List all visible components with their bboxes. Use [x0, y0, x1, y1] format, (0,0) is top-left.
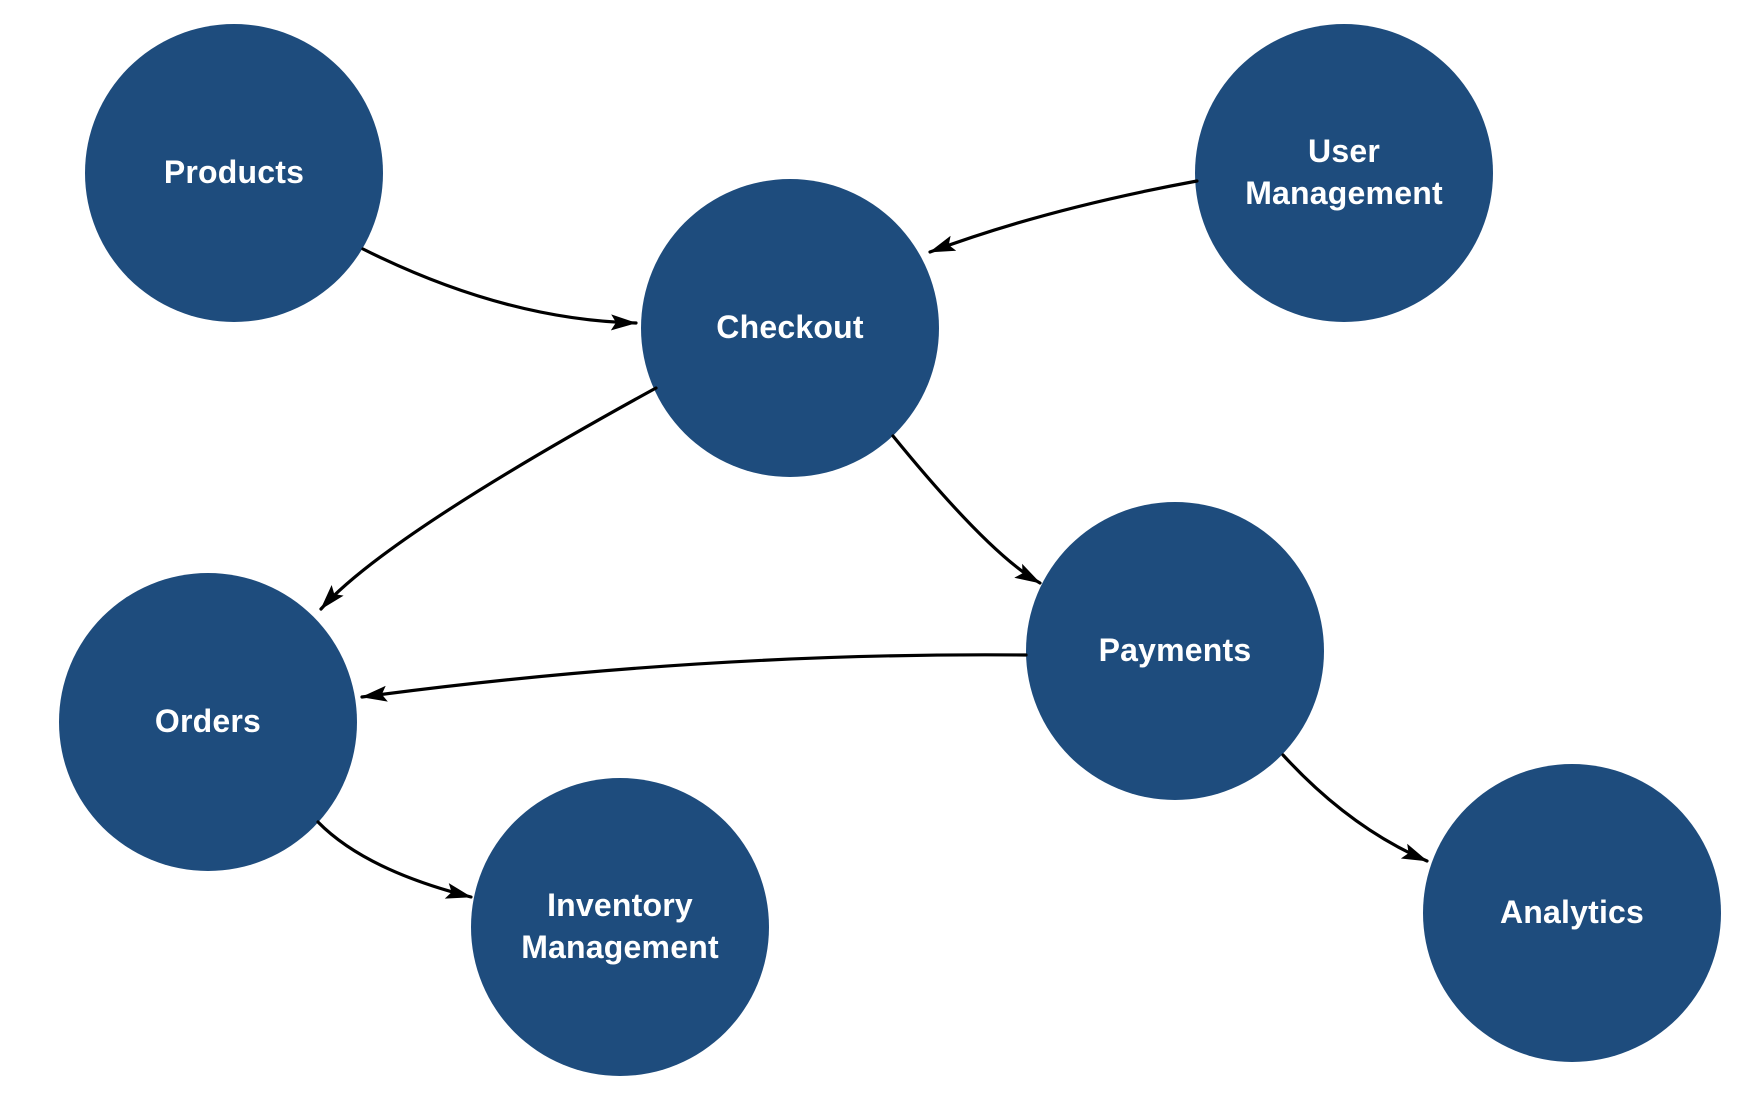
node-label: Products — [163, 154, 305, 191]
node-orders[interactable]: Orders — [59, 573, 357, 871]
node-label: Payments — [1098, 632, 1252, 669]
edge-payments-to-analytics — [1281, 753, 1429, 863]
edge-orders-to-inventory-management — [316, 820, 473, 899]
edge-checkout-to-orders — [319, 386, 658, 611]
node-label: Inventory Management — [521, 887, 719, 965]
edge-payments-to-orders — [360, 653, 1028, 702]
node-analytics[interactable]: Analytics — [1423, 764, 1721, 1062]
node-user-management[interactable]: User Management — [1195, 24, 1493, 322]
edge-products-to-checkout — [361, 247, 638, 331]
edge-checkout-to-payments — [891, 434, 1042, 585]
node-checkout[interactable]: Checkout — [641, 179, 939, 477]
node-products[interactable]: Products — [85, 24, 383, 322]
node-label: Orders — [154, 703, 262, 740]
node-label: Analytics — [1499, 894, 1645, 931]
node-payments[interactable]: Payments — [1026, 502, 1324, 800]
node-label: Checkout — [716, 309, 864, 346]
edge-user-management-to-checkout — [928, 179, 1199, 254]
node-inventory-management[interactable]: Inventory Management — [471, 778, 769, 1076]
node-label: User Management — [1245, 133, 1443, 211]
